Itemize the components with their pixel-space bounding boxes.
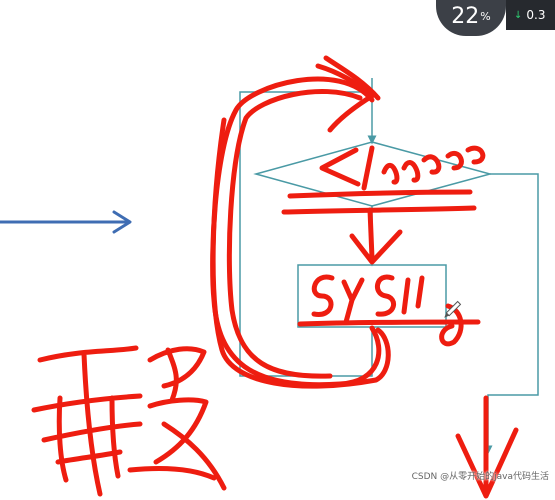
blue-arrow <box>0 210 132 234</box>
red-char-right <box>127 346 227 491</box>
red-loop-stroke-2 <box>226 89 363 379</box>
zoom-percent-value: 22 <box>451 3 480 29</box>
csdn-watermark: CSDN @从零开始的java代码生活 <box>411 472 549 482</box>
red-annotations <box>31 55 519 499</box>
red-curl <box>439 303 464 347</box>
pen-cursor-icon <box>444 300 462 318</box>
red-letter-y <box>341 277 365 325</box>
red-process-underline <box>297 319 481 327</box>
red-letter-s1 <box>311 274 335 317</box>
red-loop-arrowhead <box>315 63 375 133</box>
zoom-percent-symbol: % <box>480 9 491 23</box>
red-underline-2 <box>281 205 477 215</box>
flowchart-lines <box>239 78 539 455</box>
red-zeros <box>381 145 486 185</box>
network-speed-indicator: ↓ 0.3 <box>506 0 555 30</box>
download-arrow-icon: ↓ <box>514 9 523 21</box>
network-speed-value: 0.3 <box>526 8 546 22</box>
red-loop-stroke <box>210 76 382 388</box>
zoom-percent-badge: 22% <box>436 0 506 36</box>
red-letter-s2 <box>375 274 396 317</box>
red-exit-arrow <box>455 395 519 499</box>
red-letter-extra <box>401 275 425 315</box>
red-digit-one <box>361 145 375 191</box>
red-less-than <box>319 147 361 187</box>
exit-branch-line <box>483 173 539 455</box>
red-loop-stroke-3 <box>210 117 391 389</box>
red-down-arrow <box>349 207 403 265</box>
loop-back-line <box>239 91 373 377</box>
red-char-left <box>31 345 143 497</box>
red-underline-1 <box>287 189 473 199</box>
